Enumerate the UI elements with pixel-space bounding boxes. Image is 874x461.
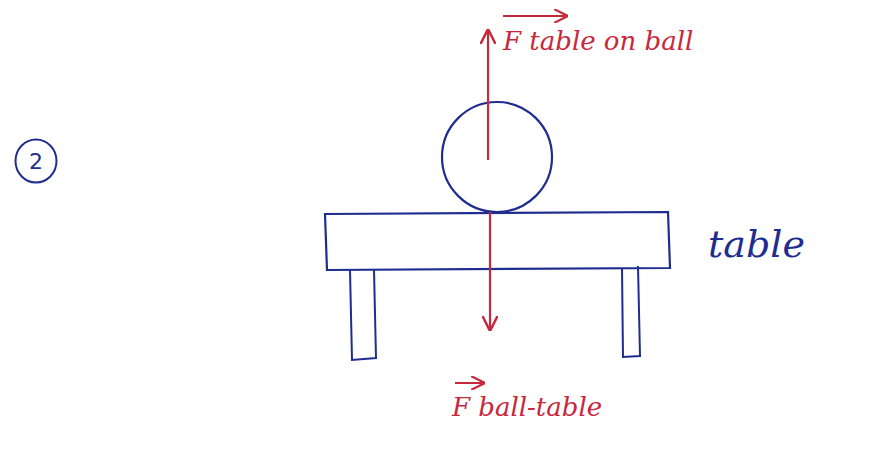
vector-sign	[455, 382, 482, 384]
callout-number: 2	[29, 149, 43, 174]
force-label: F ball-table	[452, 392, 602, 422]
part-label: table	[708, 222, 805, 266]
table-top	[325, 212, 670, 270]
callout-circle: 2	[14, 138, 58, 184]
force-label: F table on ball	[503, 26, 693, 56]
force-arrow	[487, 32, 489, 160]
table-leg	[622, 266, 640, 357]
table-leg	[350, 270, 376, 360]
ball	[442, 102, 552, 212]
force-arrow	[489, 212, 491, 328]
vector-sign	[503, 15, 565, 17]
